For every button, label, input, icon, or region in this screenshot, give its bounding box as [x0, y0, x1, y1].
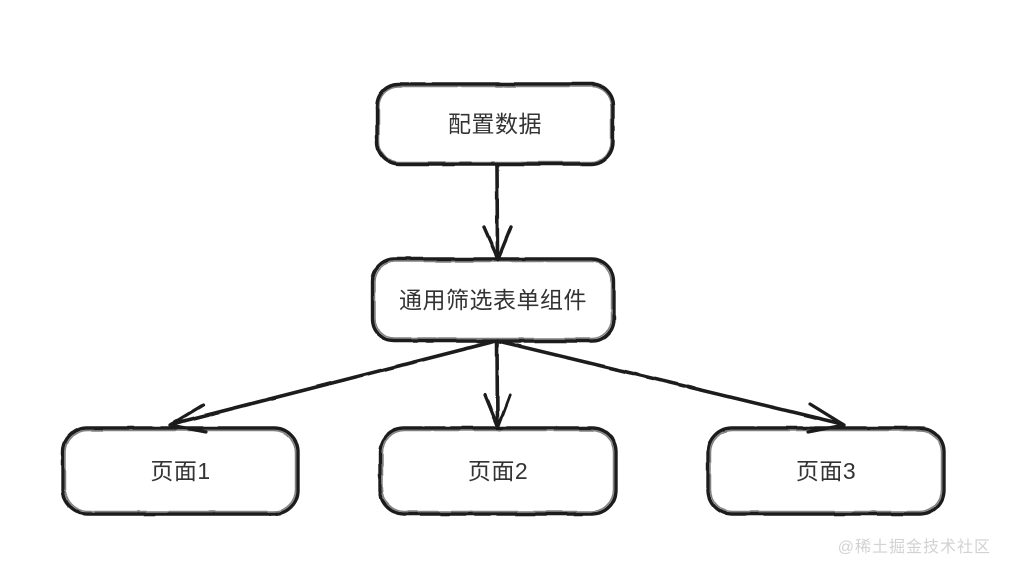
watermark-text: @稀土掘金技术社区: [837, 539, 991, 556]
node-page-3-label: 页面3: [795, 457, 857, 484]
arrow-config-to-filter: [482, 162, 513, 261]
node-filter-form-component[interactable]: 通用筛选表单组件: [372, 259, 614, 341]
node-config[interactable]: 配置数据: [377, 84, 613, 164]
arrow-filter-to-page3: [496, 339, 846, 434]
arrow-filter-to-page1: [168, 339, 498, 434]
node-filter-label: 通用筛选表单组件: [399, 286, 587, 313]
node-page-1-label: 页面1: [150, 457, 211, 484]
node-outline-config: [375, 82, 615, 166]
node-page-3[interactable]: 页面3: [708, 428, 944, 514]
node-outline-page3: [706, 426, 946, 516]
node-config-label: 配置数据: [448, 110, 542, 137]
node-page-2[interactable]: 页面2: [380, 428, 616, 514]
node-page-2-label: 页面2: [467, 457, 529, 484]
node-page-1[interactable]: 页面1: [63, 428, 298, 514]
arrow-filter-to-page2: [483, 339, 512, 429]
node-outline-filter: [370, 257, 616, 343]
